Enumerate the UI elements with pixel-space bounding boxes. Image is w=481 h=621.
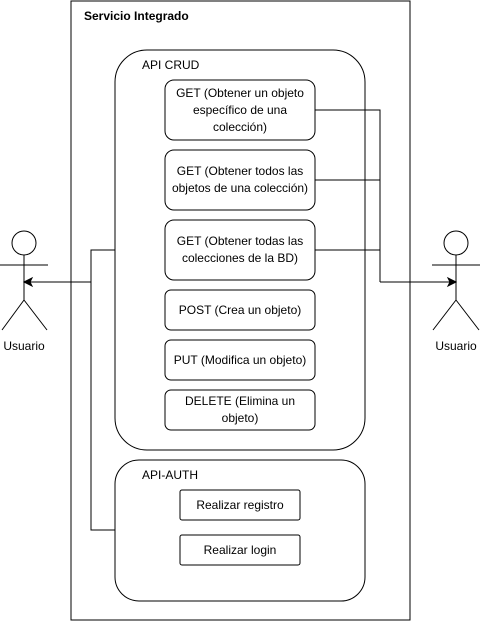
- use-case-get-all-objects-label: GET (Obtener todos las objetos de una co…: [171, 164, 309, 195]
- use-case-post[interactable]: [164, 289, 316, 331]
- group-api-crud-title: API CRUD: [142, 58, 200, 72]
- use-case-put[interactable]: [164, 339, 316, 381]
- actor-right-label: Usuario: [435, 339, 477, 353]
- arrowhead-right: [446, 276, 458, 288]
- use-case-delete[interactable]: [164, 389, 316, 431]
- arrowhead-left: [22, 276, 34, 288]
- use-case-register-label: Realizar registro: [196, 497, 284, 512]
- use-case-register[interactable]: [179, 489, 301, 521]
- group-api-auth-title: API-AUTH: [142, 468, 198, 482]
- use-case-get-one-label: GET (Obtener un objeto específico de una…: [176, 85, 304, 134]
- connector-left-crud: [90, 249, 115, 531]
- use-case-get-collections-label: GET (Obtener todas las colecciones de la…: [176, 234, 304, 265]
- actor-left-label: Usuario: [3, 339, 45, 353]
- use-case-login[interactable]: [179, 534, 301, 566]
- use-case-delete-label: DELETE (Elimina un objeto): [184, 394, 296, 425]
- use-case-login-label: Realizar login: [203, 542, 277, 557]
- use-case-put-label: PUT (Modifica un objeto): [173, 352, 307, 367]
- system-title: Servicio Integrado: [84, 9, 189, 23]
- connector-get-one: [315, 109, 381, 282]
- actor-left-figure[interactable]: [0, 230, 48, 331]
- actor-right-figure[interactable]: [432, 230, 480, 331]
- use-case-post-label: POST (Crea un objeto): [178, 302, 302, 317]
